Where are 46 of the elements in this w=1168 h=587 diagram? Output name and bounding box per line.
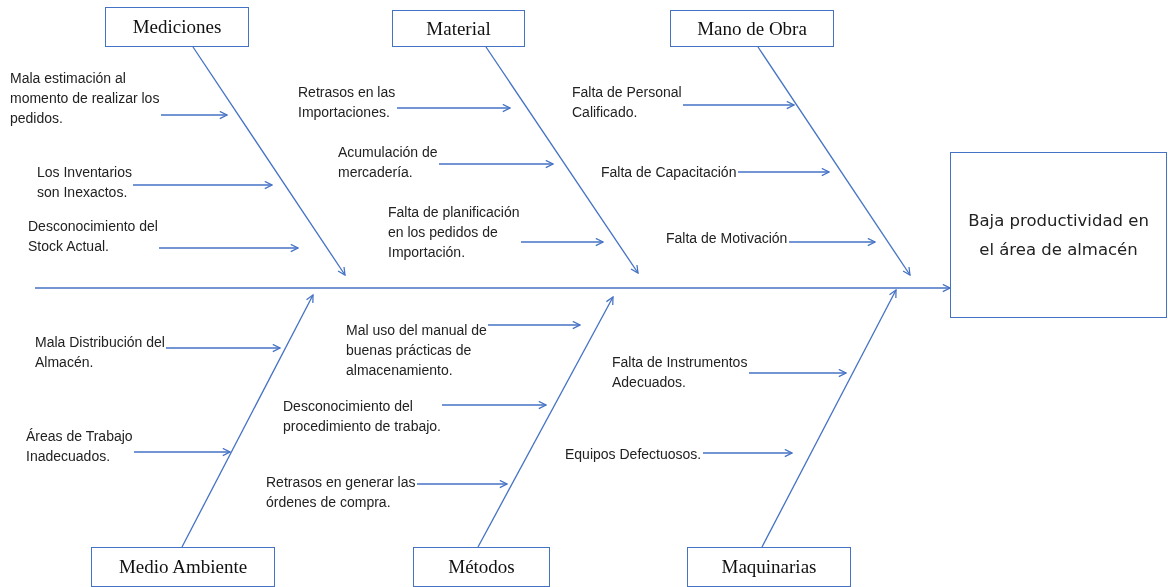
bone-arrow (477, 296, 614, 548)
arrow (396, 103, 511, 113)
cause-text: Falta de Motivación (666, 228, 789, 248)
cause-text: Desconocimiento del procedimiento de trabajo. (283, 396, 442, 436)
category-box: Maquinarias (687, 547, 851, 587)
bone-arrow (757, 46, 911, 276)
bone-arrow (761, 289, 897, 548)
arrow (441, 400, 547, 410)
bone-arrow (485, 46, 639, 274)
arrow (520, 237, 604, 247)
arrow (165, 343, 281, 353)
cause-text: Acumulación de mercadería. (338, 142, 439, 182)
category-box: Mano de Obra (670, 10, 834, 47)
category-box: Material (392, 10, 525, 47)
arrow (438, 159, 554, 169)
arrow (133, 447, 231, 457)
cause-text: Falta de Personal Calificado. (572, 82, 683, 122)
cause-text: Mala estimación al momento de realizar los pedidos. (10, 68, 161, 128)
arrow (702, 448, 793, 458)
cause-text: Áreas de Trabajo Inadecuados. (26, 426, 134, 466)
category-box: Mediciones (105, 7, 249, 47)
category-box: Métodos (413, 547, 550, 587)
arrow (132, 180, 273, 190)
category-box: Medio Ambiente (91, 547, 275, 587)
arrow (487, 320, 581, 330)
arrow (737, 167, 830, 177)
cause-text: Mal uso del manual de buenas prácticas de almacenamiento. (346, 320, 488, 380)
cause-text: Mala Distribución del Almacén. (35, 332, 166, 372)
bone-arrow (181, 294, 314, 548)
bone-arrow (192, 46, 346, 276)
cause-text: Falta de Instrumentos Adecuados. (612, 352, 749, 392)
cause-text: Falta de Capacitación (601, 162, 738, 182)
effect-box: Baja productividad en el área de almacén (950, 152, 1167, 318)
arrow (788, 237, 876, 247)
cause-text: Desconocimiento del Stock Actual. (28, 216, 159, 256)
arrow (682, 100, 795, 110)
spine-arrow (34, 283, 951, 293)
cause-text: Retrasos en generar las órdenes de compra. (266, 472, 417, 512)
arrow (748, 368, 847, 378)
arrow (416, 479, 508, 489)
cause-text: Retrasos en las Importaciones. (298, 82, 397, 122)
arrow (160, 110, 228, 120)
cause-text: Los Inventarios son Inexactos. (37, 162, 133, 202)
cause-text: Falta de planificación en los pedidos de Importación. (388, 202, 521, 262)
cause-text: Equipos Defectuosos. (565, 444, 703, 464)
arrow (158, 243, 299, 253)
